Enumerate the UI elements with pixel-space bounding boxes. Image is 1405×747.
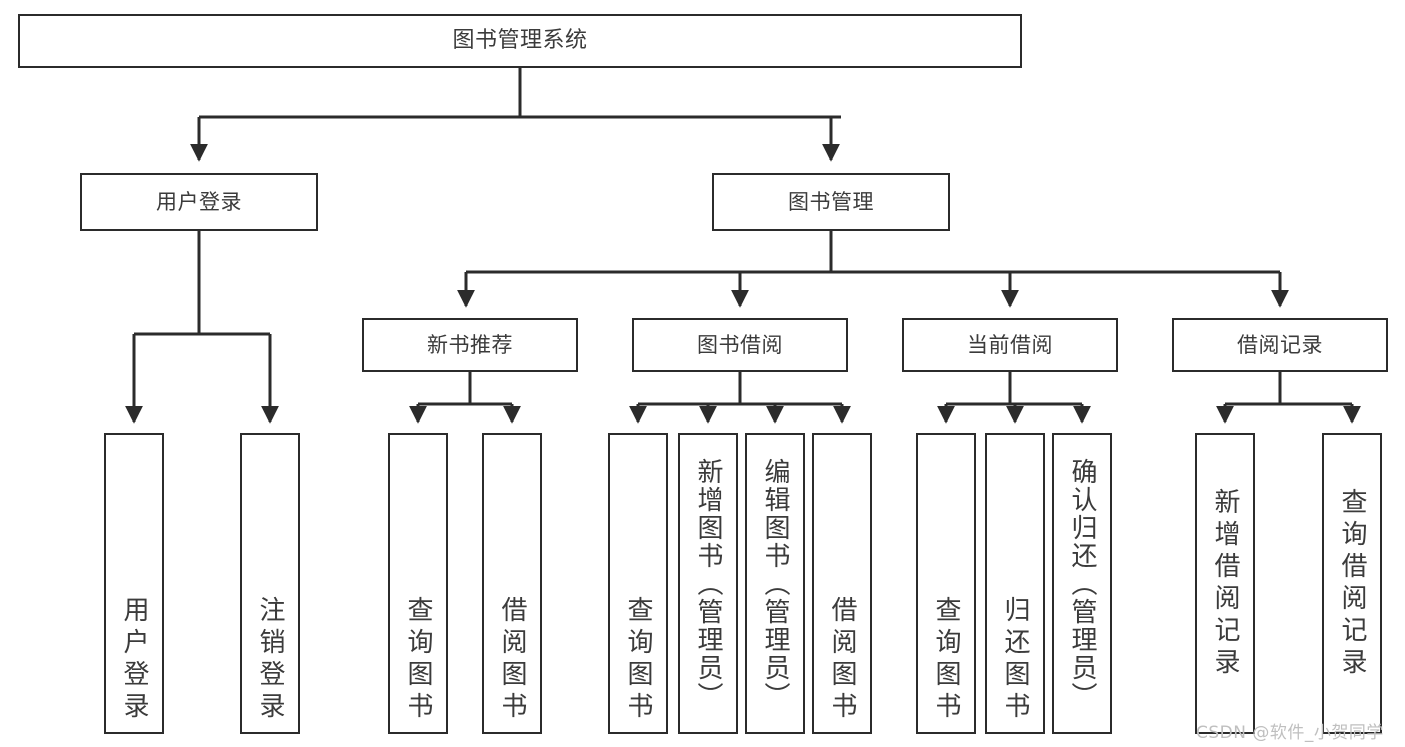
node-level3-1-label: 图书借阅: [697, 332, 783, 357]
node-leaf-4[interactable]: 查询图书: [608, 433, 668, 734]
node-root[interactable]: 图书管理系统: [18, 14, 1022, 68]
node-leaf-1-label: 注销登录: [255, 596, 285, 724]
node-root-label: 图书管理系统: [452, 28, 588, 54]
node-leaf-3-label: 借阅图书: [497, 596, 527, 724]
node-leaf-4-label: 查询图书: [623, 596, 653, 724]
node-leaf-10[interactable]: 确认归还（管理员）: [1052, 433, 1112, 734]
csdn-watermark: CSDN @软件_小贺同学: [1196, 723, 1384, 743]
node-leaf-9[interactable]: 归还图书: [985, 433, 1045, 734]
node-leaf-8[interactable]: 查询图书: [916, 433, 976, 734]
node-leaf-8-label: 查询图书: [931, 596, 961, 724]
node-leaf-5-label: 新增图书（管理员）: [693, 457, 723, 710]
node-leaf-7[interactable]: 借阅图书: [812, 433, 872, 734]
node-leaf-2[interactable]: 查询图书: [388, 433, 448, 734]
node-level3-0[interactable]: 新书推荐: [362, 318, 578, 372]
node-leaf-5[interactable]: 新增图书（管理员）: [678, 433, 738, 734]
node-level3-2-label: 当前借阅: [967, 332, 1053, 357]
node-leaf-3[interactable]: 借阅图书: [482, 433, 542, 734]
node-leaf-6[interactable]: 编辑图书（管理员）: [745, 433, 805, 734]
node-leaf-9-label: 归还图书: [1000, 596, 1030, 724]
node-level3-3-label: 借阅记录: [1237, 332, 1323, 357]
node-leaf-1[interactable]: 注销登录: [240, 433, 300, 734]
node-leaf-6-label: 编辑图书（管理员）: [760, 457, 790, 710]
node-leaf-12-label: 查询借阅记录: [1337, 487, 1367, 680]
node-leaf-11[interactable]: 新增借阅记录: [1195, 433, 1255, 734]
node-leaf-7-label: 借阅图书: [827, 596, 857, 724]
node-leaf-12[interactable]: 查询借阅记录: [1322, 433, 1382, 734]
node-level2-0[interactable]: 用户登录: [80, 173, 318, 231]
node-level2-1[interactable]: 图书管理: [712, 173, 950, 231]
node-leaf-10-label: 确认归还（管理员）: [1067, 457, 1097, 710]
node-level3-1[interactable]: 图书借阅: [632, 318, 848, 372]
node-level2-1-label: 图书管理: [788, 189, 874, 214]
node-level2-0-label: 用户登录: [156, 189, 242, 214]
node-leaf-0[interactable]: 用户登录: [104, 433, 164, 734]
node-level3-2[interactable]: 当前借阅: [902, 318, 1118, 372]
node-level3-3[interactable]: 借阅记录: [1172, 318, 1388, 372]
node-leaf-11-label: 新增借阅记录: [1210, 487, 1240, 680]
node-leaf-2-label: 查询图书: [403, 596, 433, 724]
node-level3-0-label: 新书推荐: [427, 332, 513, 357]
node-leaf-0-label: 用户登录: [119, 596, 149, 724]
